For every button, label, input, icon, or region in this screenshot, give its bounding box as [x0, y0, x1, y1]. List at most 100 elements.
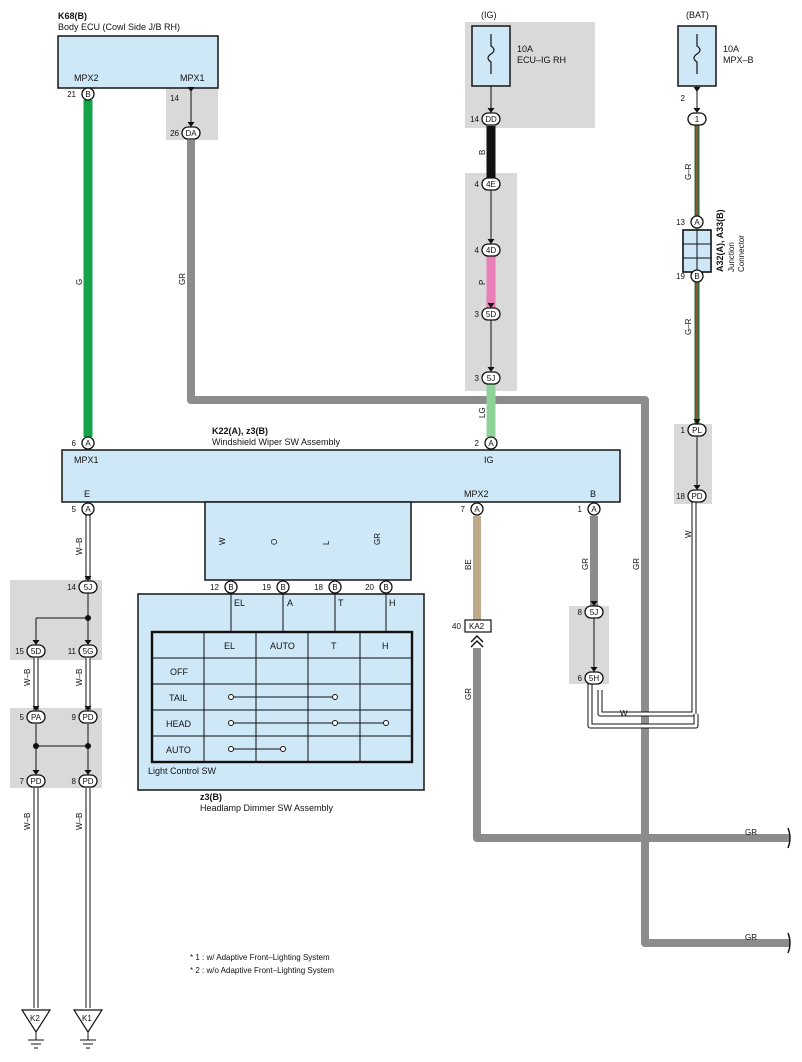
connector-22[interactable]: B20 [365, 580, 393, 594]
connector-id: A [591, 505, 597, 514]
connector-num: 11 [68, 647, 77, 656]
table-header-auto: AUTO [270, 641, 295, 651]
wire-gr-ka2 [473, 648, 790, 842]
connector-20[interactable]: B19 [262, 580, 290, 594]
connector-id: PA [31, 713, 42, 722]
ig-fuse[interactable]: (IG) 10A ECU–IG RH [471, 10, 566, 87]
connector-14[interactable]: PL1 [681, 418, 707, 437]
connector-27[interactable]: PD9 [72, 705, 98, 724]
connector-17[interactable]: A7 [461, 502, 484, 516]
connector-id: B [332, 583, 337, 592]
connector-12[interactable]: A6 [72, 436, 95, 450]
table-header-t: T [331, 641, 337, 651]
connector-21[interactable]: B 18 [314, 580, 342, 594]
light-control-label: Light Control SW [148, 766, 217, 776]
body-ecu[interactable]: K68(B) Body ECU (Cowl Side J/B RH) MPX2 … [57, 11, 219, 89]
wire-label: W [620, 709, 628, 718]
connector-7[interactable]: 5J3 [475, 366, 501, 385]
connector-num: 3 [475, 374, 480, 383]
connector-11[interactable]: B19 [676, 269, 704, 283]
connector-29[interactable]: PD8 [72, 769, 98, 788]
connector-8[interactable]: 2 [681, 86, 701, 103]
connector-9[interactable]: 1 [687, 107, 707, 126]
connector-6[interactable]: 5D 3 [475, 302, 501, 321]
wire-label: GR [581, 558, 590, 570]
connector-10[interactable]: A13 [676, 215, 704, 229]
connector-id: PD [30, 777, 41, 786]
headlamp-sw-name: Headlamp Dimmer SW Assembly [200, 803, 334, 813]
ground-k1: K1 [72, 1009, 104, 1049]
connector-id: 5D [31, 647, 41, 656]
connector-id: 4D [486, 246, 496, 255]
wire-label: G [75, 279, 84, 285]
wire-label: W–B [75, 813, 84, 830]
wire-label: GR [632, 558, 641, 570]
connector-num: 3 [475, 310, 480, 319]
connector-31[interactable]: 5H6 [578, 666, 604, 685]
headlamp-pin-t: T [338, 598, 344, 608]
connector-id: A [85, 439, 91, 448]
body-ecu-code: K68(B) [58, 11, 87, 21]
connector-0[interactable]: B 21 [67, 87, 95, 101]
wire-label: W [218, 537, 227, 545]
connector-13[interactable]: A2 [475, 436, 498, 450]
headlamp-dimmer-sw[interactable]: EL A T H Light Control SW z3(B) Headlamp… [137, 593, 425, 813]
connector-1[interactable]: 14 [170, 86, 195, 103]
connector-num: 6 [578, 674, 583, 683]
connector-28[interactable]: PD7 [20, 769, 46, 788]
connector-26[interactable]: PA 5 [20, 705, 46, 724]
connector-id: A [488, 439, 494, 448]
wiper-sw-assembly[interactable]: K22(A), z3(B) Windshield Wiper SW Assemb… [61, 426, 621, 581]
junction-connector[interactable]: A32(A), A33(B) Junction Connector [682, 209, 746, 282]
connector-5[interactable]: 4D 4 [475, 238, 501, 257]
connector-ka2[interactable]: 40 KA2 [452, 619, 492, 648]
bat-fuse[interactable]: (BAT) 10A MPX–B [677, 10, 754, 87]
table-row-off: OFF [170, 667, 188, 677]
connector-num: 18 [676, 492, 685, 501]
connector-num: 18 [314, 583, 323, 592]
connector-16[interactable]: A5 [72, 502, 95, 516]
body-ecu-name: Body ECU (Cowl Side J/B RH) [58, 22, 180, 32]
table-row-auto: AUTO [166, 745, 191, 755]
connector-id: 4E [486, 180, 496, 189]
connector-num: 13 [676, 218, 685, 227]
connector-num: 1 [578, 505, 583, 514]
wire-label: GR [178, 273, 187, 285]
connector-id: 5D [486, 310, 496, 319]
ka2-id: KA2 [469, 622, 485, 631]
connector-id: DD [485, 115, 497, 124]
wiper-pin-b: B [590, 489, 596, 499]
wire-label: L [322, 540, 331, 545]
footnotes: * 1 : w/ Adaptive Front–Lighting System … [190, 953, 334, 975]
junction-code: A32(A), A33(B) [715, 209, 725, 272]
splice-points [33, 615, 91, 749]
headlamp-pin-h: H [389, 598, 396, 608]
connector-num: 21 [67, 90, 76, 99]
wire-label: W–B [75, 669, 84, 686]
connector-num: 9 [72, 713, 77, 722]
connector-id: B [85, 90, 90, 99]
connector-num: 8 [578, 608, 583, 617]
wire-label: B [478, 150, 487, 155]
connector-18[interactable]: A1 [578, 502, 601, 516]
connector-19[interactable]: B12 [210, 580, 238, 594]
connector-4[interactable]: 4E4 [475, 172, 501, 191]
connector-num: 4 [475, 246, 480, 255]
table-header-h: H [382, 641, 389, 651]
junction-name2: Connector [737, 235, 746, 272]
connector-num: 5 [20, 713, 25, 722]
ground-k1-label: K1 [82, 1014, 92, 1023]
wire-label: GR [745, 828, 757, 837]
wire-label: LG [478, 407, 487, 418]
connector-num: 1 [681, 426, 686, 435]
connector-30[interactable]: 5J8 [578, 600, 604, 619]
connector-id: B [383, 583, 388, 592]
body-ecu-pin-mpx2: MPX2 [74, 73, 99, 83]
